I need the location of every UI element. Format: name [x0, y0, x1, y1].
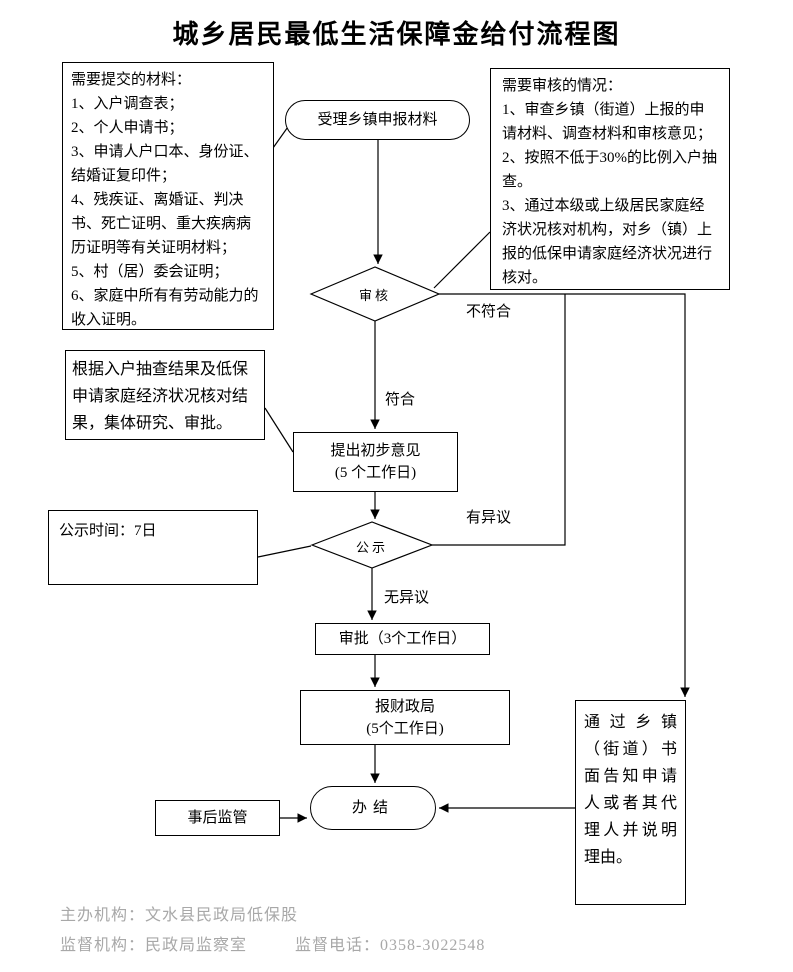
node-review-label: 审核: [358, 288, 391, 303]
connector-review-cases: [433, 231, 491, 289]
edge-label-objection: 有异议: [464, 506, 514, 527]
edge-label-fail: 不符合: [464, 300, 514, 321]
edge-review-fail-to-notify: [439, 293, 690, 697]
diamond-publicity-shape: [310, 521, 434, 569]
node-report-finance: 报财政局 (5个工作日): [300, 690, 510, 745]
research-note-box: 根据入户抽查结果及低保申请家庭经济状况核对结果，集体研究、审批。: [65, 350, 265, 440]
notify-note-box: 通过乡镇（街道）书面告知申请人或者其代理人并说明理由。: [575, 700, 686, 905]
node-complete: 办结: [310, 786, 436, 830]
materials-note-box: 需要提交的材料： 1、入户调查表； 2、个人申请书； 3、申请人户口本、身份证、…: [62, 62, 274, 330]
publicity-period-note-box: 公示时间：7日: [48, 510, 258, 585]
diamond-review-shape: [309, 266, 441, 322]
connector-research: [264, 407, 294, 453]
footer-phone: 监督电话：0358-3022548: [295, 937, 486, 954]
edge-publicity-objection: [432, 294, 566, 546]
connector-publicity-period: [257, 545, 312, 558]
node-initial-opinion: 提出初步意见 (5 个工作日): [293, 432, 458, 492]
node-approval: 审批（3个工作日）: [315, 623, 490, 655]
edge-label-no-objection: 无异议: [382, 586, 432, 607]
edge-label-pass: 符合: [383, 388, 418, 409]
review-cases-note-box: 需要审核的情况： 1、审查乡镇（街道）上报的申请材料、调查材料和审核意见； 2、…: [490, 68, 730, 290]
node-accept-materials: 受理乡镇申报材料: [285, 100, 470, 140]
page-title: 城乡居民最低生活保障金给付流程图: [172, 19, 621, 49]
node-post-supervision: 事后监管: [155, 800, 280, 836]
footer-supervisor: 监督机构：民政局监察室: [60, 937, 248, 954]
footer-organizer: 主办机构：文水县民政局低保股: [60, 907, 299, 924]
node-publicity-label: 公示: [355, 540, 388, 555]
